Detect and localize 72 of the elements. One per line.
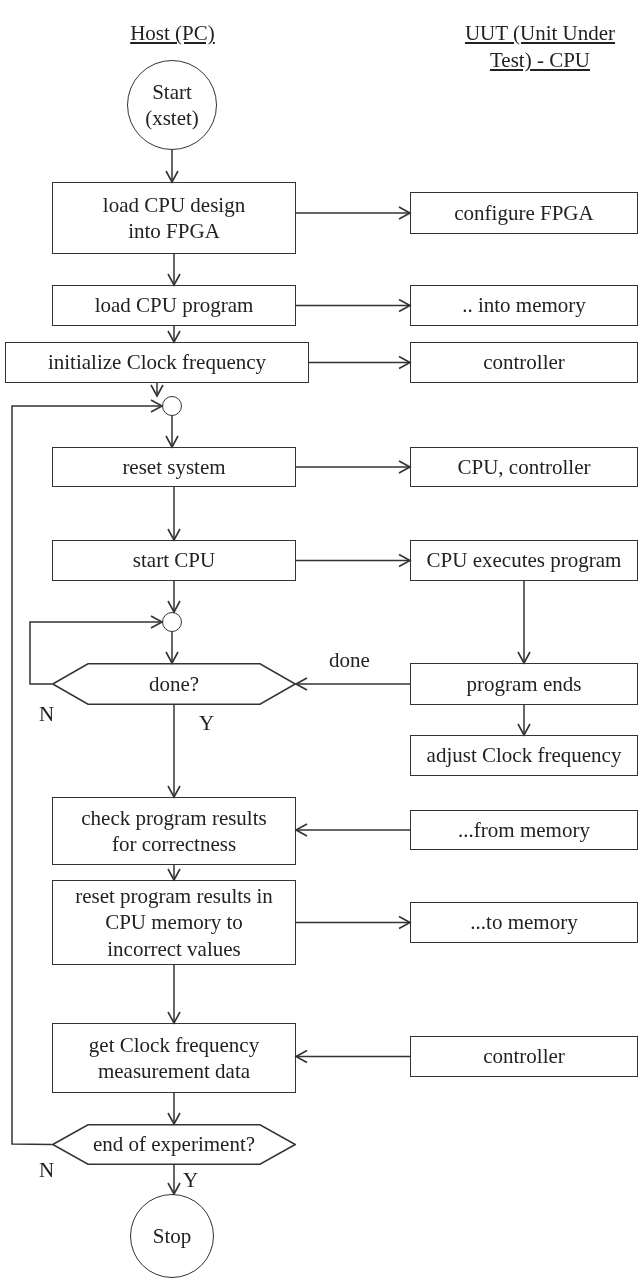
node-text: controller <box>483 1043 565 1070</box>
arrow <box>295 553 411 568</box>
node-text: configure FPGA <box>454 199 594 227</box>
decision-hexagon <box>52 663 296 705</box>
arrow <box>295 206 411 220</box>
process-box <box>410 735 638 776</box>
arrow <box>167 1092 181 1125</box>
process-box <box>52 1023 296 1093</box>
node-text: .. into memory <box>462 292 586 319</box>
node-text: CPU, controller <box>457 453 591 481</box>
node-text: initialize Clock frequency <box>47 349 267 376</box>
arrow <box>167 704 181 798</box>
node-text: end of experiment? <box>92 1131 256 1158</box>
process-box <box>52 880 296 965</box>
column-heading: Host (PC) <box>129 20 216 47</box>
process-box <box>410 342 638 383</box>
arrow <box>167 486 181 541</box>
junction-circle <box>162 612 182 632</box>
process-box <box>52 285 296 326</box>
arrow <box>295 915 411 930</box>
node-text: reset program results in CPU memory to incorrect values <box>74 883 274 962</box>
column-heading: UUT (Unit Under Test) - CPU <box>463 20 617 75</box>
arrow <box>295 460 411 474</box>
arrow <box>167 1164 181 1195</box>
process-box <box>52 797 296 865</box>
node-text: program ends <box>466 670 582 698</box>
node-text: load CPU program <box>94 292 254 319</box>
node-text: reset system <box>122 453 226 481</box>
arrow <box>167 580 181 613</box>
process-box <box>410 902 638 943</box>
arrow <box>295 823 411 837</box>
node-text: Start (xstet) <box>144 78 200 132</box>
process-box <box>410 1036 638 1077</box>
process-box <box>410 540 638 581</box>
node-text: ...from memory <box>458 816 590 844</box>
arrow <box>517 580 531 664</box>
arrow <box>308 355 411 370</box>
process-box <box>52 540 296 581</box>
process-box <box>410 285 638 326</box>
arrow <box>29 615 163 685</box>
arrow <box>167 253 181 286</box>
node-text: CPU executes program <box>426 547 622 574</box>
arrow <box>150 382 164 397</box>
arrow <box>165 415 179 448</box>
node-text: load CPU design into FPGA <box>101 191 247 245</box>
node-text: check program results for correctness <box>80 804 268 858</box>
node-text: done? <box>148 670 200 698</box>
process-box <box>410 810 638 850</box>
node-text: controller <box>483 349 565 376</box>
process-box <box>410 447 638 487</box>
process-box <box>52 182 296 254</box>
arrow <box>167 864 181 881</box>
arrow <box>11 399 163 1146</box>
node-text: ...to memory <box>470 909 578 936</box>
node-text: adjust Clock frequency <box>426 742 622 769</box>
arrow <box>295 677 411 691</box>
arrow <box>165 149 179 183</box>
arrow <box>165 631 179 664</box>
arrow <box>517 704 531 736</box>
junction-circle <box>162 396 182 416</box>
node-text: start CPU <box>132 547 216 574</box>
arrow <box>167 964 181 1024</box>
process-box <box>52 447 296 487</box>
arrow <box>295 1049 411 1064</box>
process-box <box>410 192 638 234</box>
decision-hexagon <box>52 1124 296 1165</box>
arrow <box>167 325 181 343</box>
node-text: get Clock frequency measurement data <box>87 1031 261 1085</box>
arrow <box>295 298 411 313</box>
process-box <box>410 663 638 705</box>
node-text: Stop <box>152 1222 192 1250</box>
process-box <box>5 342 309 383</box>
